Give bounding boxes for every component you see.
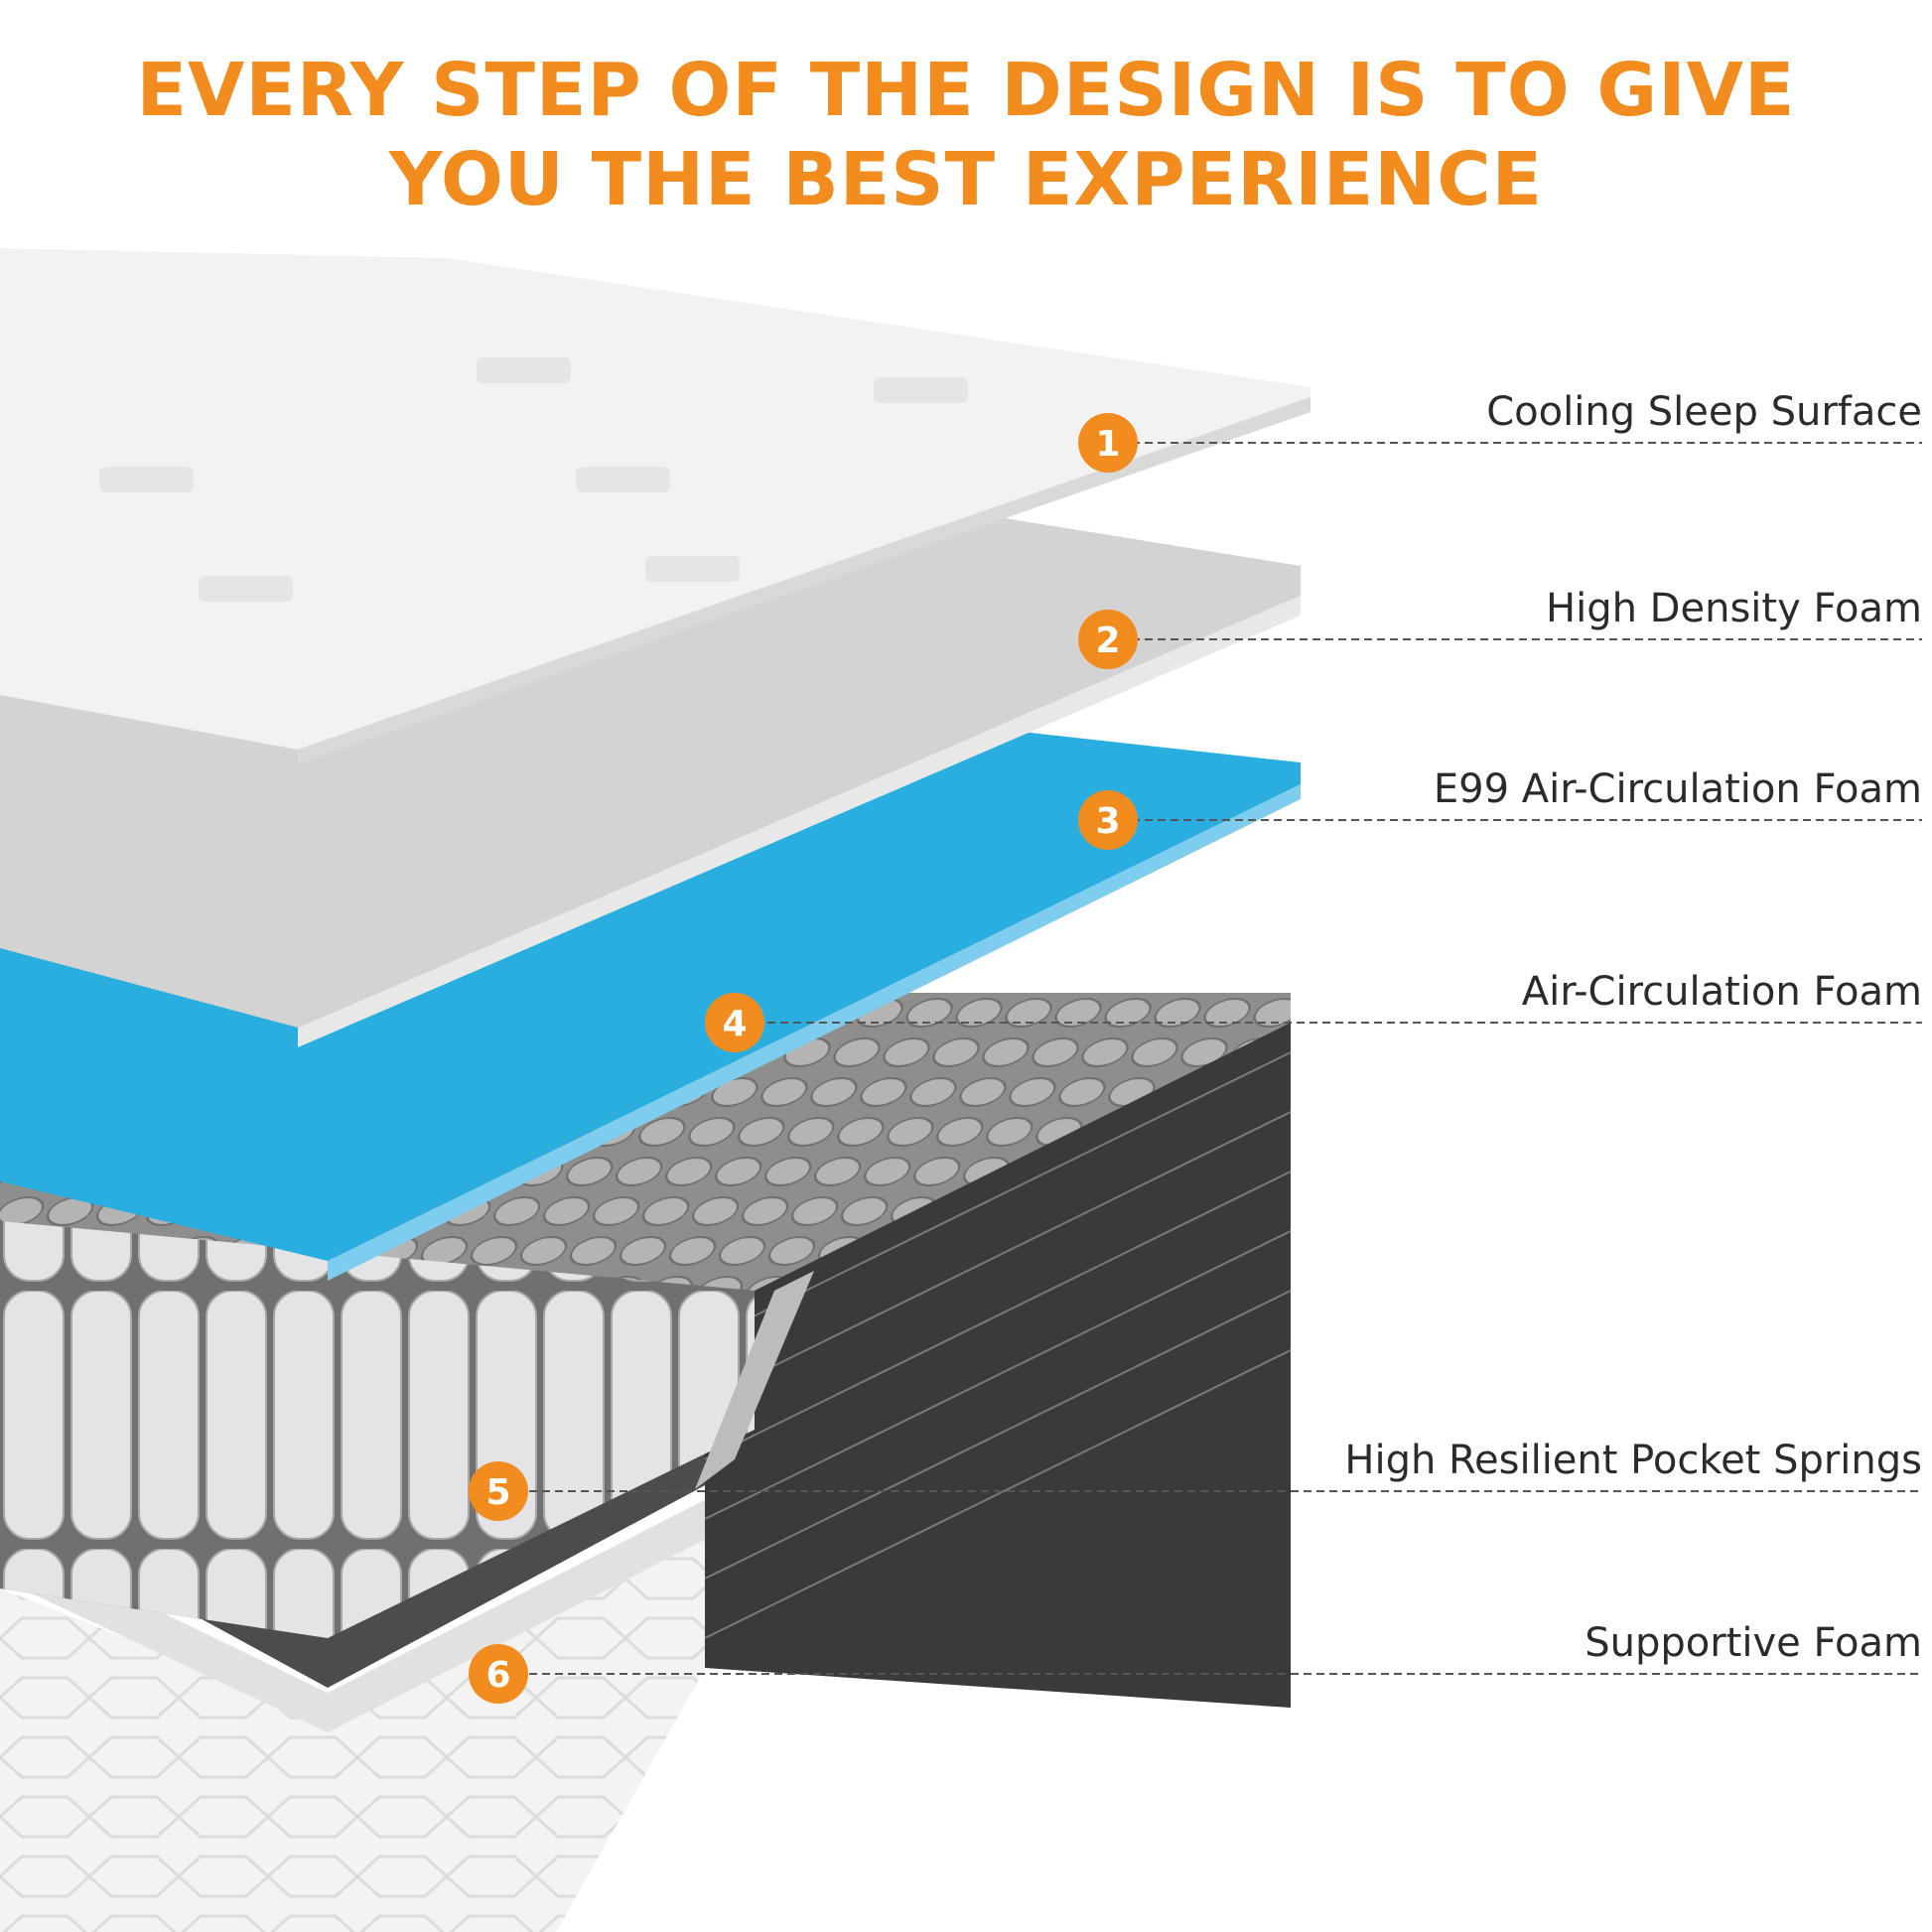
layer-badge-2: 2 (1078, 610, 1138, 669)
svg-text:4: 4 (722, 1004, 747, 1044)
layer-label-pocket-springs: High Resilient Pocket Springs (1344, 1438, 1922, 1483)
layer-badge-1: 1 (1078, 413, 1138, 473)
svg-text:3: 3 (1095, 801, 1120, 842)
svg-text:2: 2 (1095, 621, 1120, 661)
layer-badge-3: 3 (1078, 790, 1138, 850)
layer-label-e99-air-circulation-foam: E99 Air-Circulation Foam (1433, 766, 1922, 812)
svg-text:5: 5 (485, 1472, 510, 1513)
layer-label-air-circulation-foam: Air-Circulation Foam (1521, 969, 1922, 1015)
layer-label-supportive-foam: Supportive Foam (1585, 1620, 1922, 1666)
headline-line-2: YOU THE BEST EXPERIENCE (388, 137, 1544, 222)
layer-label-cooling-sleep-surface: Cooling Sleep Surface (1486, 389, 1922, 435)
layer-badge-4: 4 (705, 993, 764, 1052)
leader-lines (516, 442, 1922, 1675)
cooling-sleep-surface-layer (0, 248, 1311, 764)
layer-badge-5: 5 (469, 1461, 528, 1521)
svg-text:1: 1 (1095, 424, 1120, 465)
layer-badge-6: 6 (469, 1644, 528, 1704)
layer-label-high-density-foam: High Density Foam (1546, 586, 1922, 631)
headline-line-1: EVERY STEP OF THE DESIGN IS TO GIVE (136, 48, 1796, 133)
svg-text:6: 6 (485, 1655, 510, 1696)
